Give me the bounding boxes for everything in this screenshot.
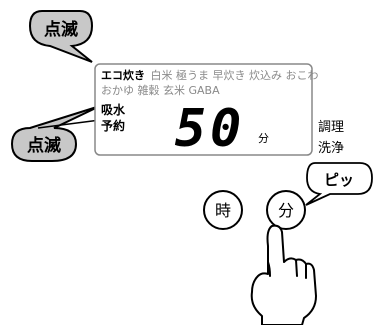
blink-label-bottom: 点滅 xyxy=(27,135,61,156)
hour-button-label: 時 xyxy=(215,201,231,220)
pointer-line xyxy=(37,119,101,129)
digits-unit: 分 xyxy=(258,132,269,145)
time-digits: 50 xyxy=(175,99,246,159)
lcd-row2: おかゆ 雑穀 玄米 GABA xyxy=(101,83,220,97)
beep-label: ピッ xyxy=(324,171,354,189)
finger-line xyxy=(267,261,271,277)
lcd-frame xyxy=(94,63,313,156)
blink-callout-top: 点滅 xyxy=(28,10,94,63)
lcd-row1: エコ炊き 白米 極うま 早炊き 炊込み おこわ xyxy=(101,68,319,82)
label-cleaning: 洗浄 xyxy=(318,141,344,156)
hand-shape xyxy=(250,224,317,325)
lcd-display: エコ炊き 白米 極うま 早炊き 炊込み おこわ おかゆ 雑穀 玄米 GABA 吸… xyxy=(94,63,319,159)
hour-button[interactable]: 時 xyxy=(203,190,243,230)
minute-button[interactable]: 分 xyxy=(266,190,306,230)
hand-pointer-icon xyxy=(250,224,317,325)
minute-button-ring[interactable] xyxy=(266,190,306,230)
finger-line xyxy=(295,259,298,277)
indicator-reserve: 予約 xyxy=(101,118,125,133)
hour-button-ring[interactable] xyxy=(203,190,243,230)
menu-other-courses: 白米 極うま 早炊き 炊込み おこわ xyxy=(151,68,319,82)
blink-callout-bottom: 点滅 xyxy=(10,105,101,162)
beep-callout: ピッ xyxy=(305,162,373,206)
minute-button-label: 分 xyxy=(278,201,294,220)
menu-eco: エコ炊き xyxy=(101,68,145,82)
blink-label-top: 点滅 xyxy=(44,19,78,40)
bubble-shape xyxy=(305,162,373,206)
indicator-soak: 吸水 xyxy=(101,102,126,117)
bubble-shape xyxy=(10,105,101,162)
label-cooking: 調理 xyxy=(318,120,344,135)
bubble-shape xyxy=(28,10,94,63)
